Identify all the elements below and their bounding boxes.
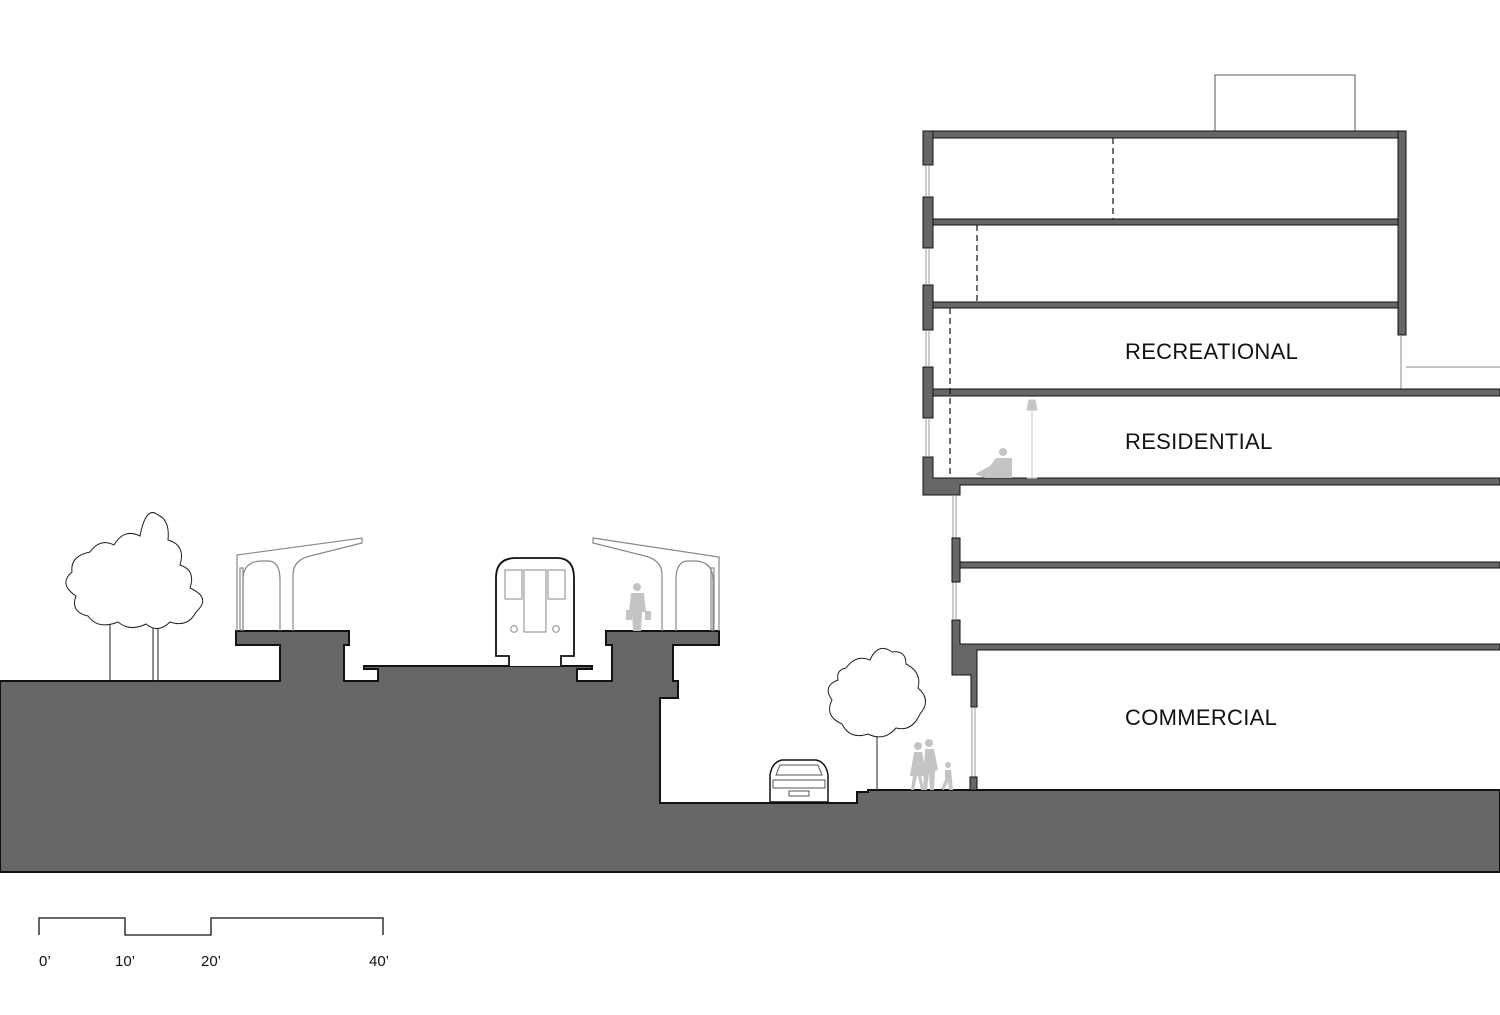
train-car [495, 557, 575, 666]
floor-lamp [1026, 399, 1038, 479]
commuter-figure [626, 583, 651, 631]
label-commercial: COMMERCIAL [1125, 705, 1277, 730]
pedestrian-family [910, 739, 953, 790]
ground-section [0, 630, 1500, 873]
left-canopy [236, 537, 363, 631]
building-section [922, 74, 1500, 791]
tree-left [65, 512, 204, 681]
scale-bar: 0’ 10’ 20’ 40’ [38, 917, 389, 970]
seated-figure [975, 448, 1012, 478]
scale-label-10: 10’ [115, 953, 135, 970]
car [769, 759, 829, 803]
label-residential: RESIDENTIAL [1125, 429, 1273, 454]
scale-label-20: 20’ [201, 953, 221, 970]
label-recreational: RECREATIONAL [1125, 339, 1298, 364]
right-canopy [592, 537, 720, 631]
tree-street [827, 647, 926, 790]
scale-label-40: 40’ [369, 953, 389, 970]
scale-label-0: 0’ [39, 953, 51, 970]
